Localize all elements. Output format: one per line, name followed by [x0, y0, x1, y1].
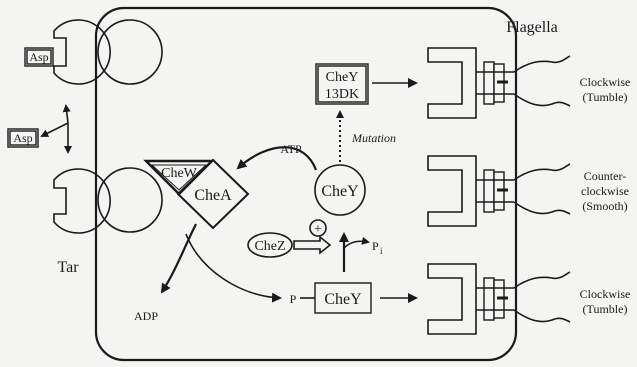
cell-membrane: [96, 8, 516, 360]
tar-label: Tar: [57, 259, 79, 276]
chew-label: CheW: [161, 166, 198, 181]
asp-bound-label: Asp: [29, 50, 48, 64]
chez-node: CheZ + P i: [248, 220, 383, 272]
chey-13dk-node: CheY 13DK: [316, 64, 416, 104]
pi-subscript: i: [380, 246, 383, 256]
receptor-bottom: Tar: [54, 168, 162, 276]
flagella-state-1-line2: (Tumble): [583, 90, 628, 104]
asp-free-label: Asp: [13, 131, 32, 145]
flagella-state-2-line1: Counter-: [584, 169, 626, 183]
chez-label: CheZ: [254, 239, 285, 254]
flagella-title: Flagella: [506, 19, 558, 36]
flagella-state-2-line3: (Smooth): [582, 199, 627, 213]
chey-label: CheY: [321, 183, 359, 200]
receptor-top: Asp: [25, 20, 162, 84]
asp-exchange: Asp: [8, 106, 68, 152]
flagella-state-3-line1: Clockwise: [580, 287, 631, 301]
flagellar-motor-1: [428, 48, 570, 118]
chey-13dk-line2: 13DK: [325, 87, 359, 102]
pi-label: P: [372, 239, 379, 253]
adp-label: ADP: [134, 309, 158, 323]
chey-13dk-line1: CheY: [326, 70, 359, 85]
atp-label: ATP: [280, 142, 302, 156]
flagella-state-2-line2: clockwise: [581, 184, 629, 198]
mutation-arrow: Mutation: [340, 112, 396, 162]
atp-arrow: ATP: [238, 142, 316, 170]
mutation-label: Mutation: [351, 131, 396, 145]
chea-label: CheA: [194, 187, 232, 204]
plus-sign: +: [314, 222, 322, 237]
chey-p-label: CheY: [324, 291, 362, 308]
chey-node: CheY: [315, 165, 365, 215]
phosphate-label: P: [290, 292, 297, 306]
flagella-state-3-line2: (Tumble): [583, 302, 628, 316]
flagellar-motor-3: [428, 264, 570, 334]
flagella-state-1-line1: Clockwise: [580, 75, 631, 89]
flagellar-motor-2: [428, 156, 570, 226]
chey-p-node: CheY: [315, 283, 416, 313]
